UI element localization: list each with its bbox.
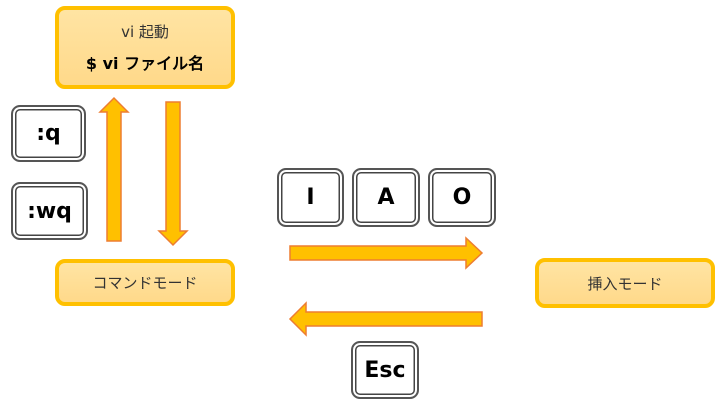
key-i: I: [277, 168, 344, 227]
command-mode-box: コマンドモード: [55, 259, 235, 306]
arrow-right-to-insert-mode: [289, 236, 484, 270]
vi-start-command: $ vi ファイル名: [85, 54, 205, 73]
key-o-label: O: [452, 185, 472, 210]
key-a: A: [352, 168, 420, 227]
vi-start-title: vi 起動: [121, 23, 169, 41]
vi-start-box: vi 起動 $ vi ファイル名: [55, 6, 235, 89]
arrow-left-to-command-mode: [288, 301, 483, 337]
key-esc-label: Esc: [364, 357, 406, 383]
key-o: O: [428, 168, 496, 227]
arrow-up-to-start: [98, 96, 130, 242]
arrow-down-to-command-mode: [157, 101, 189, 247]
key-write-quit: :wq: [11, 182, 88, 240]
insert-mode-box: 挿入モード: [535, 258, 715, 308]
key-write-quit-label: :wq: [27, 198, 72, 224]
key-i-label: I: [306, 185, 315, 210]
key-esc: Esc: [351, 341, 419, 399]
key-quit-label: :q: [36, 121, 61, 146]
insert-mode-label: 挿入モード: [587, 274, 663, 293]
command-mode-label: コマンドモード: [92, 274, 198, 292]
key-a-label: A: [377, 185, 395, 210]
key-quit: :q: [11, 105, 86, 162]
